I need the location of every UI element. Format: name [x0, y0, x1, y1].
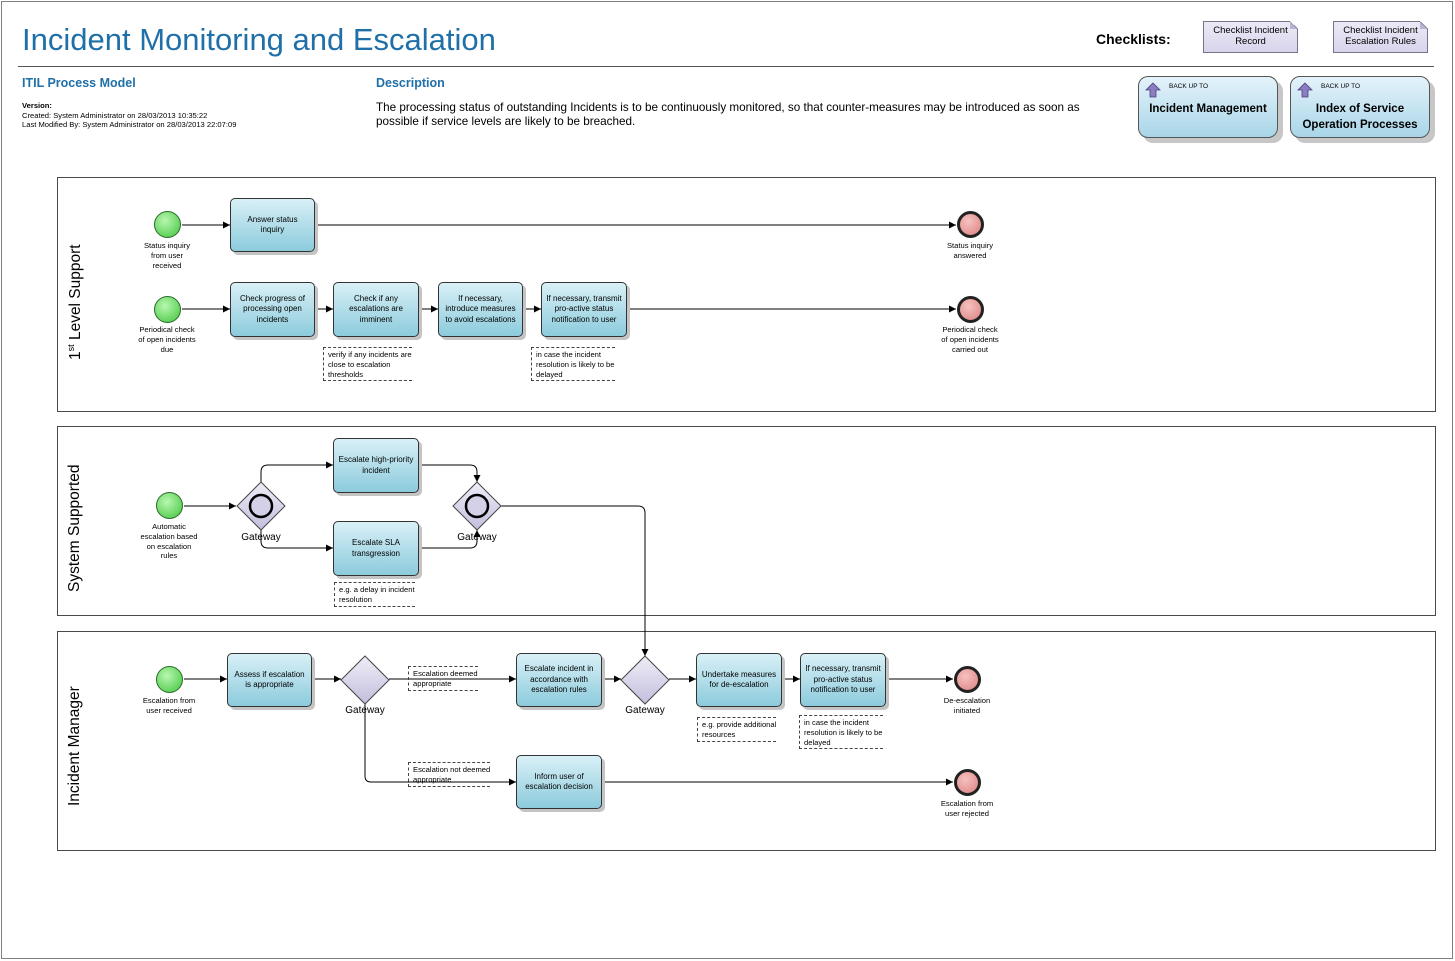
checklist-escalation-rules-link[interactable]: Checklist Incident Escalation Rules	[1333, 21, 1428, 53]
flow-arrow	[419, 530, 481, 549]
back-up-target-line2: Operation Processes	[1302, 119, 1418, 131]
start-event-automatic-escalation[interactable]	[156, 492, 183, 519]
task-escalate-sla[interactable]: Escalate SLA transgression	[333, 521, 419, 576]
task-transmit-notification[interactable]: If necessary, transmit pro-active status…	[800, 653, 886, 707]
process-model-heading: ITIL Process Model	[22, 76, 136, 90]
checklist-line2: Record	[1235, 36, 1266, 47]
end-event-periodical-check-done[interactable]	[957, 296, 984, 323]
back-up-label: BACK UP TO	[1321, 83, 1361, 90]
task-answer-status-inquiry[interactable]: Answer status inquiry	[230, 198, 315, 252]
checklist-line2: Escalation Rules	[1345, 36, 1416, 47]
gateway-event-marker	[248, 493, 274, 519]
gateway-label: Gateway	[241, 532, 281, 543]
start-event-status-inquiry[interactable]	[154, 211, 181, 238]
created-info: Created: System Administrator on 28/03/2…	[22, 110, 208, 120]
description-text: The processing status of outstanding Inc…	[376, 101, 1080, 129]
title-divider	[18, 66, 1434, 67]
task-undertake-de-escalation[interactable]: Undertake measures for de-escalation	[696, 653, 782, 707]
task-check-escalations[interactable]: Check if any escalations are imminent	[333, 282, 419, 337]
gateway-label: Gateway	[457, 532, 497, 543]
task-inform-user[interactable]: Inform user of escalation decision	[516, 755, 602, 809]
model-metadata: Version: Created: System Administrator o…	[22, 101, 236, 130]
back-up-target: Incident Management	[1149, 103, 1267, 115]
checklists-label: Checklists:	[1096, 31, 1171, 47]
back-up-target-line1: Index of Service	[1315, 103, 1405, 115]
gateway-event-marker	[464, 493, 490, 519]
lane-first-level-support	[57, 177, 1436, 412]
modified-info: Last Modified By: System Administrator o…	[22, 120, 237, 130]
task-introduce-measures[interactable]: If necessary, introduce measures to avoi…	[438, 282, 523, 337]
end-event-status-inquiry-answered[interactable]	[957, 211, 984, 238]
checklist-line1: Checklist Incident	[1213, 25, 1288, 36]
back-up-label: BACK UP TO	[1169, 83, 1209, 90]
flow-arrow	[364, 703, 516, 786]
back-up-index-button[interactable]: BACK UP TO Index of Service Operation Pr…	[1290, 76, 1430, 138]
page-title: Incident Monitoring and Escalation	[22, 22, 496, 57]
task-assess-escalation[interactable]: Assess if escalation is appropriate	[227, 653, 312, 707]
checklist-line1: Checklist Incident	[1343, 25, 1418, 36]
gateway-label: Gateway	[345, 705, 385, 716]
checklist-incident-record-link[interactable]: Checklist Incident Record	[1203, 21, 1298, 53]
end-event-escalation-rejected[interactable]	[954, 769, 981, 796]
task-check-progress[interactable]: Check progress of processing open incide…	[230, 282, 315, 337]
gateway-diamond	[340, 655, 390, 705]
start-event-user-escalation[interactable]	[156, 666, 183, 693]
version-label: Version:	[22, 101, 52, 110]
gateway-label: Gateway	[625, 705, 665, 716]
task-escalate-high-priority[interactable]: Escalate high-priority incident	[333, 438, 419, 493]
flow-arrow	[419, 464, 481, 482]
lane-system-supported	[57, 426, 1436, 616]
gateway-diamond	[620, 655, 670, 705]
task-transmit-notification[interactable]: If necessary, transmit pro-active status…	[541, 282, 627, 337]
back-up-incident-management-button[interactable]: BACK UP TO Incident Management	[1138, 76, 1278, 138]
flow-arrow	[501, 505, 649, 656]
end-event-de-escalation[interactable]	[954, 666, 981, 693]
flow-arrow	[260, 461, 333, 482]
lane-incident-manager	[57, 631, 1436, 851]
back-up-arrow-icon	[1297, 82, 1313, 98]
back-up-arrow-icon	[1145, 82, 1161, 98]
start-event-periodical-check[interactable]	[154, 296, 181, 323]
description-heading: Description	[376, 76, 445, 90]
task-escalate-incident[interactable]: Escalate incident in accordance with esc…	[516, 653, 602, 707]
flow-arrow	[260, 530, 333, 552]
